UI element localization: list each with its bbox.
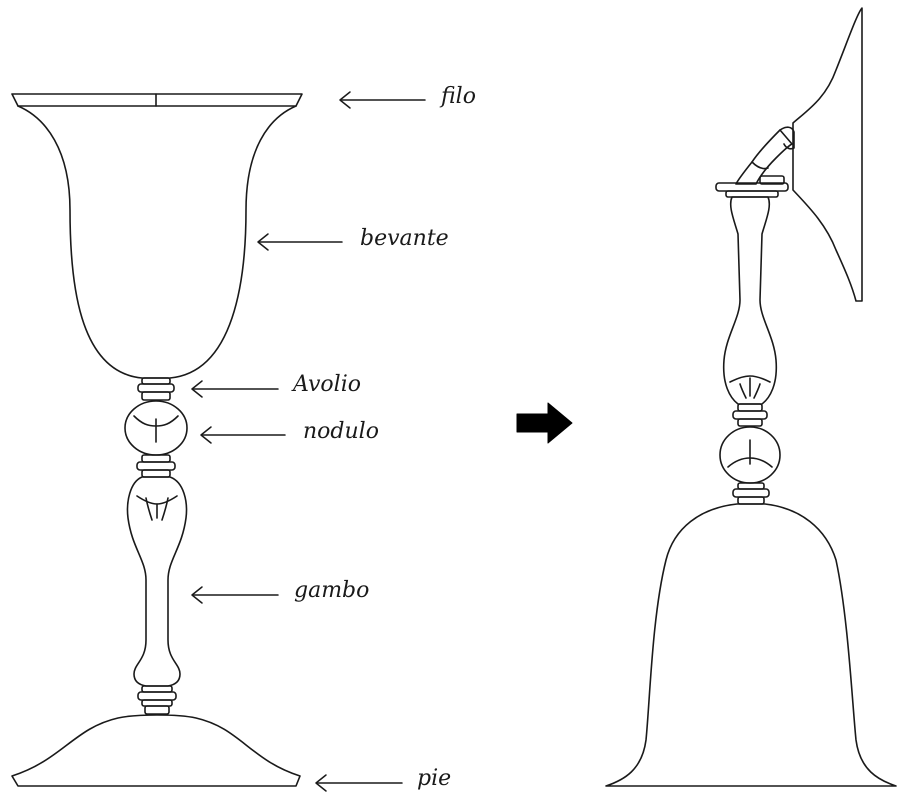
goblet-bowl (17, 105, 297, 379)
label-avolio: Avolio (293, 372, 361, 397)
inverted-assembly (605, 7, 897, 787)
label-gambo: gambo (294, 578, 370, 603)
label-nodulo: nodulo (303, 419, 379, 444)
filo-pointer (339, 91, 426, 109)
label-pie: pie (417, 766, 452, 791)
goblet-collar (137, 377, 175, 401)
goblet-knop (124, 400, 188, 456)
pie-pointer (315, 774, 403, 792)
label-filo: filo (441, 84, 476, 109)
label-pointers (191, 91, 426, 792)
label-bevante: bevante (360, 226, 449, 251)
right-bell (605, 503, 897, 787)
bevante-pointer (257, 233, 343, 251)
goblet-lower-collar (136, 454, 176, 478)
goblet-foot (11, 714, 301, 787)
right-bowl (792, 7, 863, 302)
goblet-rim (11, 93, 303, 107)
right-joint (735, 126, 795, 185)
right-collar-bottom (732, 482, 770, 505)
right-knop (719, 426, 781, 484)
right-arrow-icon (516, 402, 573, 444)
goblet-stem (126, 476, 188, 687)
right-stem (722, 196, 778, 405)
right-disc (715, 175, 789, 198)
assembled-goblet (11, 93, 303, 787)
right-collar-top (732, 403, 768, 427)
avolio-pointer (191, 380, 279, 398)
gambo-pointer (191, 586, 279, 604)
nodulo-pointer (200, 426, 286, 444)
goblet-bottom-collar (137, 685, 177, 715)
